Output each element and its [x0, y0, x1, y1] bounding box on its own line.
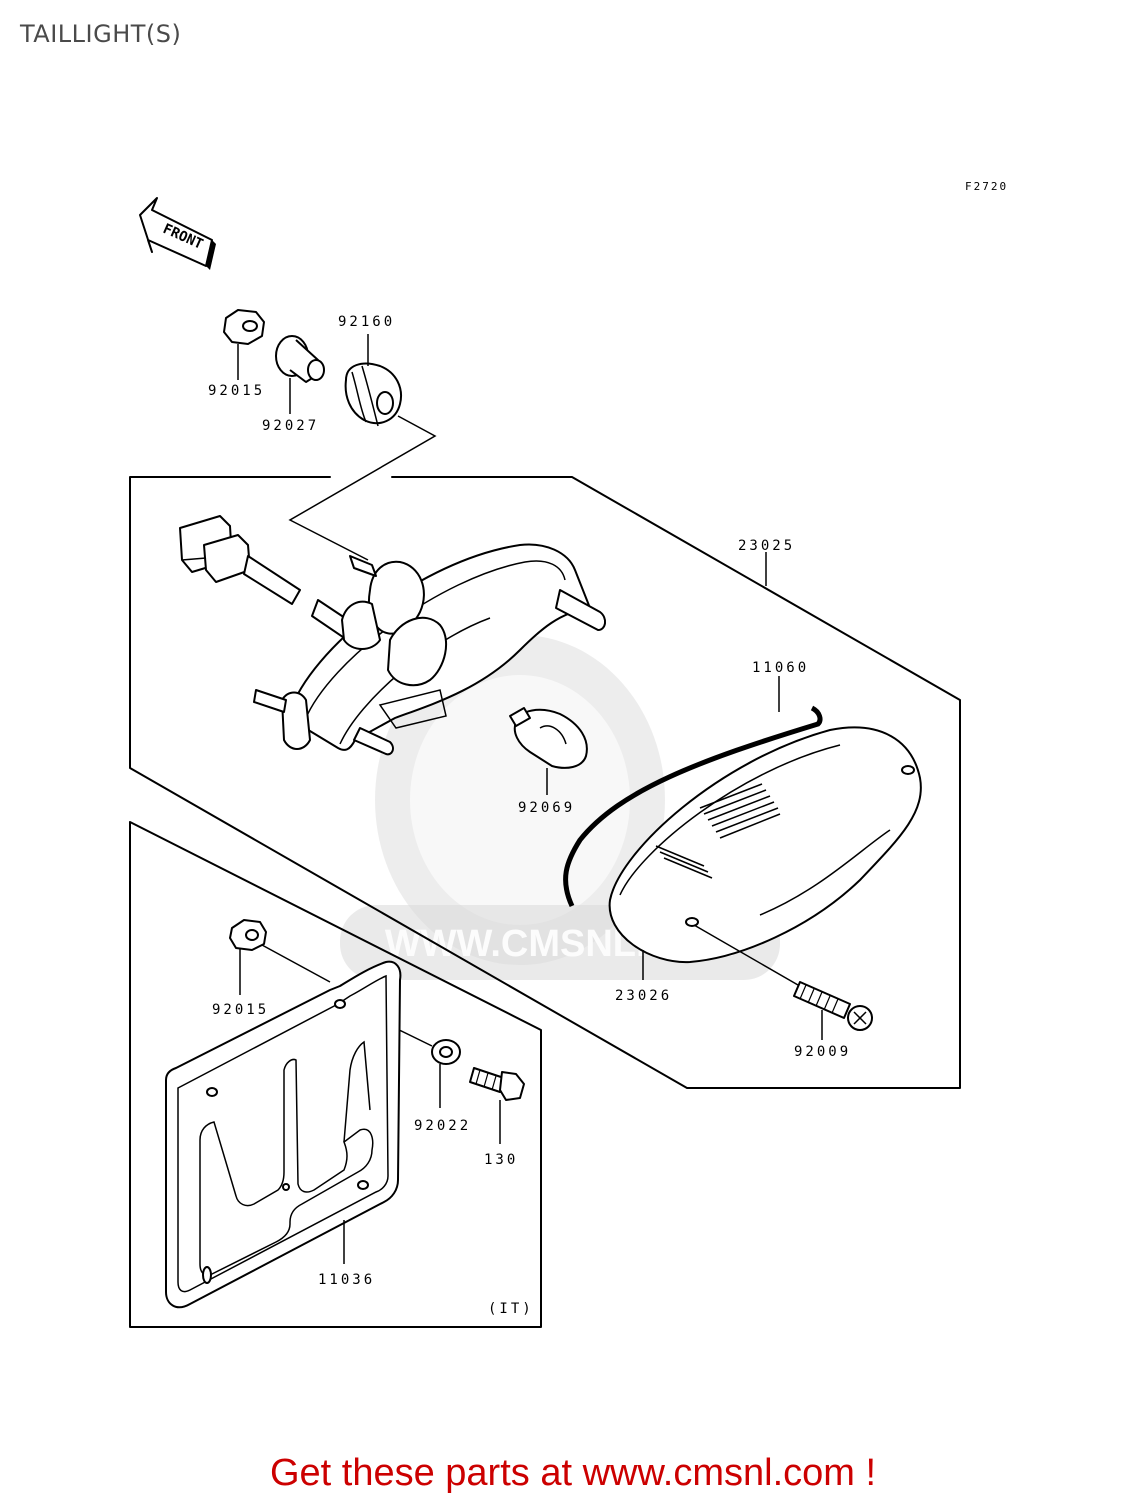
- label-92009: 92009: [794, 1044, 851, 1060]
- label-11036: 11036: [318, 1272, 375, 1288]
- grommet-92160: [344, 334, 402, 427]
- label-92160: 92160: [338, 314, 395, 330]
- label-92015-bottom: 92015: [212, 1002, 269, 1018]
- page-title: TAILLIGHT(S): [20, 20, 182, 48]
- footer-banner-link[interactable]: Get these parts at www.cmsnl.com !: [269, 1452, 877, 1494]
- label-23025: 23025: [738, 538, 795, 554]
- label-92022: 92022: [414, 1118, 471, 1134]
- frame-license-plate-assembly: [129, 821, 542, 1328]
- screw-92009: [693, 924, 873, 1040]
- lens-23026: [608, 726, 922, 980]
- label-11060: 11060: [752, 660, 809, 676]
- bolt-130: [469, 1067, 525, 1144]
- frame-23025: [129, 476, 961, 1089]
- bulb-92069: [509, 707, 588, 795]
- label-92015-top: 92015: [208, 383, 265, 399]
- front-arrow-icon: FRONT: [139, 197, 216, 270]
- gasket-11060: [563, 676, 823, 908]
- leader-grommet: [288, 415, 437, 561]
- taillight-housing-23025: [253, 543, 606, 756]
- nut-92015-bottom: [229, 919, 331, 995]
- label-130: 130: [484, 1152, 518, 1168]
- license-bracket-11036: [165, 960, 402, 1309]
- figure-code: F2720: [965, 180, 1008, 193]
- collar-92027: [275, 335, 325, 414]
- region-note: (IT): [488, 1301, 534, 1317]
- label-92027: 92027: [262, 418, 319, 434]
- label-23026: 23026: [615, 988, 672, 1004]
- nut-92015-top: [223, 309, 265, 380]
- label-92069: 92069: [518, 800, 575, 816]
